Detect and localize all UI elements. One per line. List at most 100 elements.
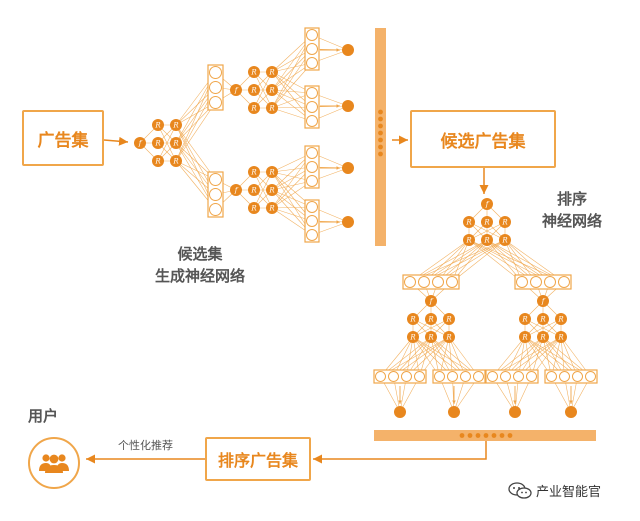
bar-dot bbox=[378, 116, 383, 122]
connection-line bbox=[451, 239, 506, 283]
user-label: 用户 bbox=[28, 407, 59, 425]
candidate-output-bar bbox=[375, 28, 386, 246]
node-label: f bbox=[429, 298, 434, 306]
node-label: R bbox=[268, 69, 275, 77]
r-node bbox=[170, 119, 182, 131]
node-label: R bbox=[427, 316, 434, 324]
stack-unit bbox=[306, 29, 318, 41]
r-node bbox=[248, 102, 260, 114]
bar-dot bbox=[499, 433, 505, 438]
connection-line bbox=[253, 71, 273, 109]
stack-unit bbox=[306, 201, 318, 213]
node-label: R bbox=[445, 316, 452, 324]
connection-line bbox=[175, 124, 216, 180]
node-label: R bbox=[445, 334, 452, 342]
r-node bbox=[555, 331, 567, 343]
output-node bbox=[342, 44, 354, 56]
r-node bbox=[248, 166, 260, 178]
watermark-text: 产业智能官 bbox=[536, 485, 602, 500]
stack-unit bbox=[558, 276, 570, 288]
r-node bbox=[248, 202, 260, 214]
node-label: R bbox=[521, 316, 528, 324]
node-label: R bbox=[154, 140, 161, 148]
bar-dot bbox=[459, 433, 465, 438]
r-node bbox=[266, 66, 278, 78]
r-node bbox=[499, 234, 511, 246]
node-label: R bbox=[409, 334, 416, 342]
stack-unit bbox=[306, 147, 318, 159]
candidate-net-label: 候选集 生成神经网络 bbox=[140, 243, 260, 287]
f-node bbox=[425, 295, 437, 307]
user-icon-circle bbox=[28, 437, 80, 489]
ranking-net-label-line1: 排序 bbox=[556, 190, 587, 208]
stack-unit bbox=[306, 87, 318, 99]
stack-unit bbox=[418, 276, 430, 288]
r-node bbox=[152, 137, 164, 149]
node-label: R bbox=[172, 122, 179, 130]
stack-unit bbox=[546, 371, 557, 382]
node-label: R bbox=[483, 237, 490, 245]
stack-unit bbox=[544, 276, 556, 288]
flow-arrows bbox=[86, 48, 573, 464]
stack-unit bbox=[447, 371, 458, 382]
f-node bbox=[481, 198, 493, 210]
node-label: R bbox=[268, 105, 275, 113]
stack-unit bbox=[432, 276, 444, 288]
stack-unit bbox=[401, 371, 412, 382]
r-node bbox=[425, 313, 437, 325]
node-label: R bbox=[557, 316, 564, 324]
connection-line bbox=[468, 239, 523, 283]
f-node bbox=[230, 84, 242, 96]
unit-stack bbox=[432, 369, 486, 384]
node-label: R bbox=[521, 334, 528, 342]
r-node bbox=[266, 202, 278, 214]
node-label: R bbox=[268, 169, 275, 177]
bar-dot bbox=[378, 144, 383, 150]
r-node bbox=[248, 66, 260, 78]
output-node bbox=[342, 100, 354, 112]
node-label: R bbox=[465, 219, 472, 227]
node-label: R bbox=[154, 158, 161, 166]
stack-unit bbox=[209, 96, 222, 109]
bar-dot bbox=[467, 433, 473, 438]
node-label: R bbox=[268, 205, 275, 213]
r-node bbox=[463, 234, 475, 246]
r-node bbox=[481, 234, 493, 246]
bar-dot bbox=[491, 433, 497, 438]
stack-unit bbox=[414, 371, 425, 382]
node-label: R bbox=[501, 219, 508, 227]
node-label: f bbox=[234, 87, 239, 95]
connection-line bbox=[157, 124, 177, 162]
stack-unit bbox=[306, 175, 318, 187]
stack-unit bbox=[530, 276, 542, 288]
connection-line bbox=[524, 318, 562, 338]
stack-unit bbox=[388, 371, 399, 382]
stack-unit bbox=[473, 371, 484, 382]
node-label: f bbox=[234, 187, 239, 195]
bar-dot bbox=[378, 109, 383, 115]
candidate-net-label-line2: 生成神经网络 bbox=[154, 267, 245, 285]
stack-unit bbox=[209, 203, 222, 216]
ranking-to-ranked-set-arrow bbox=[313, 441, 487, 464]
node-label: f bbox=[138, 140, 143, 148]
unit-stack bbox=[485, 369, 539, 384]
f-node bbox=[537, 295, 549, 307]
r-node bbox=[443, 331, 455, 343]
node-label: R bbox=[268, 187, 275, 195]
users-group-icon bbox=[39, 454, 69, 473]
stack-unit bbox=[559, 371, 570, 382]
stack-unit bbox=[446, 276, 458, 288]
stack-unit bbox=[306, 229, 318, 241]
unit-stack bbox=[544, 369, 598, 384]
stack-unit bbox=[526, 371, 537, 382]
bar-dot bbox=[378, 130, 383, 136]
r-node bbox=[266, 84, 278, 96]
node-label: R bbox=[154, 122, 161, 130]
r-node bbox=[537, 313, 549, 325]
bar-dot bbox=[378, 151, 383, 157]
output-node bbox=[394, 406, 406, 418]
stack-unit bbox=[404, 276, 416, 288]
r-node bbox=[537, 331, 549, 343]
stack-unit bbox=[375, 371, 386, 382]
bar-dot bbox=[378, 123, 383, 129]
